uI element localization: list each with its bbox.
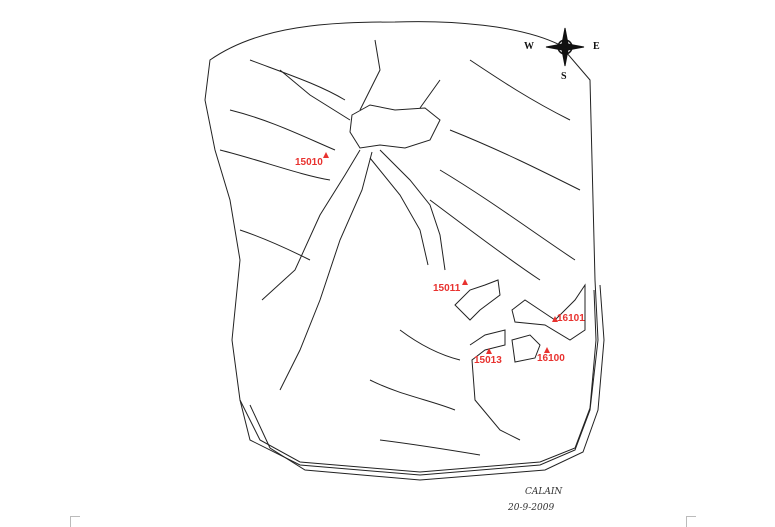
cave-16101 xyxy=(511,283,586,341)
site-marker-icon xyxy=(323,152,329,158)
site-label-15011: 15011 xyxy=(433,283,461,294)
site-marker-icon xyxy=(552,316,558,322)
crop-mark xyxy=(70,516,80,517)
site-label-15010: 15010 xyxy=(295,157,323,168)
crop-mark xyxy=(686,516,696,517)
signature-date: 20-9-2009 xyxy=(508,503,555,513)
compass-west: W xyxy=(524,41,534,52)
cave-15011 xyxy=(454,279,501,321)
site-label-15013: 15013 xyxy=(474,355,502,366)
crater xyxy=(349,104,441,149)
site-marker-icon xyxy=(544,347,550,353)
compass-rose xyxy=(545,27,585,67)
site-label-16100: 16100 xyxy=(537,353,565,364)
cave-15013 xyxy=(469,329,521,441)
crop-mark xyxy=(686,516,687,527)
signature-name: CALAIN xyxy=(525,487,563,497)
cave-16100 xyxy=(511,334,541,363)
crop-mark xyxy=(70,516,71,527)
site-marker-icon xyxy=(462,279,468,285)
valley-main xyxy=(261,149,373,391)
island-outline xyxy=(204,21,599,476)
coast-ladder xyxy=(239,289,597,473)
site-label-16101: 16101 xyxy=(557,313,585,324)
compass-east: E xyxy=(593,41,600,52)
compass-south: S xyxy=(561,71,567,82)
site-marker-icon xyxy=(486,348,492,354)
